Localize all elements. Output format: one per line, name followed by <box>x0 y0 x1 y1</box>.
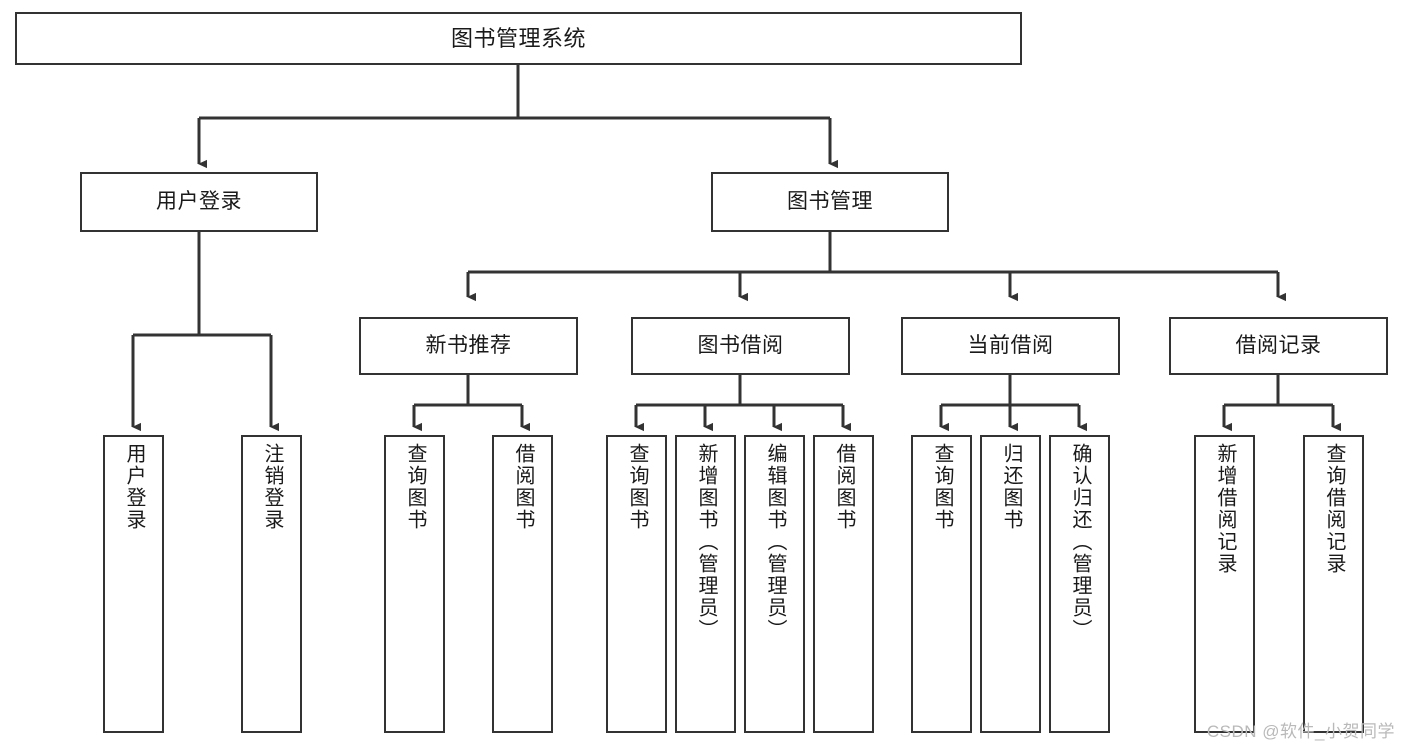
node-book-borrow-label: 图书借阅 <box>697 333 784 357</box>
node-leaf-add-record[interactable]: 新增借阅记录 <box>1194 435 1255 733</box>
node-leaf-user-login-label: 用户登录 <box>123 443 145 531</box>
node-current-borrow[interactable]: 当前借阅 <box>901 317 1120 375</box>
node-leaf-logout-label: 注销登录 <box>261 443 283 531</box>
node-leaf-return-book[interactable]: 归还图书 <box>980 435 1041 733</box>
node-leaf-edit-book[interactable]: 编辑图书（管理员） <box>744 435 805 733</box>
node-user-login[interactable]: 用户登录 <box>80 172 318 232</box>
node-borrow-record-label: 借阅记录 <box>1235 333 1322 357</box>
node-leaf-query-book-2[interactable]: 查询图书 <box>606 435 667 733</box>
node-leaf-edit-book-label: 编辑图书（管理员） <box>764 443 786 641</box>
node-root-label: 图书管理系统 <box>450 25 586 51</box>
node-user-login-label: 用户登录 <box>156 189 242 213</box>
node-leaf-logout[interactable]: 注销登录 <box>241 435 302 733</box>
node-leaf-user-login[interactable]: 用户登录 <box>103 435 164 733</box>
node-new-book-recommend-label: 新书推荐 <box>425 333 512 357</box>
node-book-borrow[interactable]: 图书借阅 <box>631 317 850 375</box>
node-current-borrow-label: 当前借阅 <box>967 333 1054 357</box>
node-leaf-add-book[interactable]: 新增图书（管理员） <box>675 435 736 733</box>
node-leaf-return-book-label: 归还图书 <box>1000 443 1022 531</box>
node-leaf-borrow-book-2[interactable]: 借阅图书 <box>813 435 874 733</box>
node-leaf-confirm-return[interactable]: 确认归还（管理员） <box>1049 435 1110 733</box>
node-leaf-borrow-book-1-label: 借阅图书 <box>512 443 534 531</box>
node-new-book-recommend[interactable]: 新书推荐 <box>359 317 578 375</box>
node-leaf-add-book-label: 新增图书（管理员） <box>695 443 717 641</box>
node-book-management[interactable]: 图书管理 <box>711 172 949 232</box>
node-leaf-query-book-2-label: 查询图书 <box>626 443 648 531</box>
node-root-book-management-system[interactable]: 图书管理系统 <box>15 12 1022 65</box>
node-leaf-query-book-3[interactable]: 查询图书 <box>911 435 972 733</box>
node-leaf-query-book-1-label: 查询图书 <box>404 443 426 531</box>
node-leaf-query-record[interactable]: 查询借阅记录 <box>1303 435 1364 733</box>
node-leaf-borrow-book-2-label: 借阅图书 <box>833 443 855 531</box>
node-leaf-add-record-label: 新增借阅记录 <box>1214 443 1236 575</box>
node-leaf-borrow-book-1[interactable]: 借阅图书 <box>492 435 553 733</box>
node-leaf-confirm-return-label: 确认归还（管理员） <box>1069 443 1091 641</box>
node-leaf-query-record-label: 查询借阅记录 <box>1323 443 1345 575</box>
node-leaf-query-book-1[interactable]: 查询图书 <box>384 435 445 733</box>
node-leaf-query-book-3-label: 查询图书 <box>931 443 953 531</box>
node-book-management-label: 图书管理 <box>787 189 873 213</box>
node-borrow-record[interactable]: 借阅记录 <box>1169 317 1388 375</box>
